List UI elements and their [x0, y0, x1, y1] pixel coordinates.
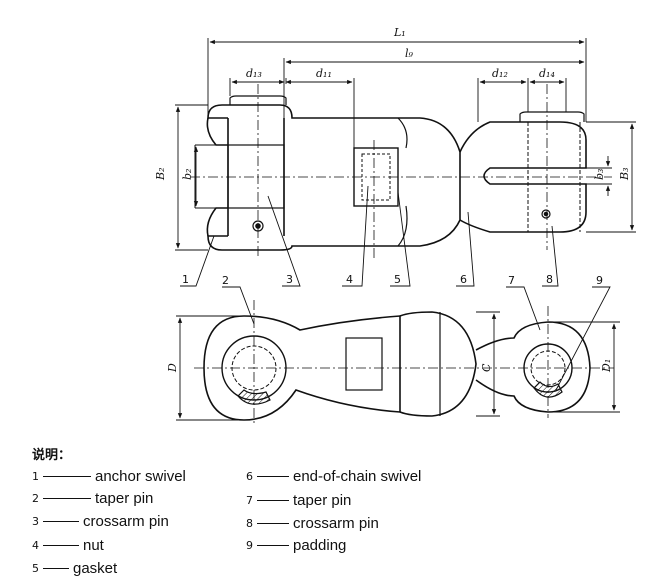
legend-label: taper pin: [293, 492, 352, 509]
legend-label: crossarm pin: [83, 513, 169, 530]
dim-D: D: [166, 363, 179, 373]
leader-line: [257, 500, 289, 501]
dim-l9: l₉: [405, 47, 414, 60]
dim-d13: d₁₃: [246, 67, 262, 80]
callout-2: 2: [222, 274, 229, 287]
legend-label: taper pin: [95, 490, 154, 507]
legend-item-2: 2 taper pin: [32, 490, 153, 507]
legend-item-3: 3 crossarm pin: [32, 513, 169, 530]
legend-label: crossarm pin: [293, 515, 379, 532]
callout-4: 4: [346, 273, 353, 286]
legend-num: 3: [32, 515, 39, 528]
legend-label: nut: [83, 537, 104, 554]
dim-L1: L₁: [393, 26, 406, 39]
callout-8: 8: [546, 273, 553, 286]
legend-label: padding: [293, 537, 347, 554]
leader-line: [257, 476, 289, 477]
dim-d14: d₁₄: [539, 67, 555, 80]
leader-line: [43, 476, 91, 477]
dim-B3: B₃: [618, 168, 631, 182]
anchor-swivel-outline: [207, 104, 461, 251]
leader-line: [43, 545, 79, 546]
legend-num: 5: [32, 562, 39, 575]
callout-5: 5: [394, 273, 401, 286]
legend-num: 9: [246, 539, 253, 552]
legend-item-8: 8 crossarm pin: [246, 515, 379, 532]
bottom-view: [203, 311, 591, 421]
leader-line: [43, 521, 79, 522]
legend-label: end-of-chain swivel: [293, 468, 422, 485]
dim-d12: d₁₂: [492, 67, 508, 80]
top-view: [194, 95, 587, 251]
end-swivel-outline: [459, 121, 587, 233]
leader-line: [43, 498, 91, 499]
legend-item-1: 1 anchor swivel: [32, 468, 186, 485]
dim-b3: b₃: [593, 169, 606, 180]
legend-item-4: 4 nut: [32, 537, 104, 554]
legend-num: 8: [246, 517, 253, 530]
callout-9: 9: [596, 274, 603, 287]
swivel-technical-drawing: L₁ l₉ d₁₃ d₁₁ d₁₂ d₁₄ B₂ b₂ b₃ B₃ D C D₁…: [154, 26, 636, 426]
leader-line: [257, 545, 289, 546]
leader-line: [257, 523, 289, 524]
legend-num: 6: [246, 470, 253, 483]
legend-item-7: 7 taper pin: [246, 492, 351, 509]
callout-6: 6: [460, 273, 467, 286]
dim-C: C: [480, 363, 493, 372]
legend-num: 1: [32, 470, 39, 483]
legend-item-5: 5 gasket: [32, 560, 117, 577]
leader-line: [43, 568, 69, 569]
dim-d11: d₁₁: [316, 67, 332, 80]
legend-item-9: 9 padding: [246, 537, 346, 554]
legend-num: 7: [246, 494, 253, 507]
dim-D1: D₁: [600, 359, 613, 373]
callout-1: 1: [182, 273, 189, 286]
callout-3: 3: [286, 273, 293, 286]
legend-item-6: 6 end-of-chain swivel: [246, 468, 421, 485]
dim-b2: b₂: [181, 169, 194, 180]
legend: 说明： 1 anchor swivel 2 taper pin 3 crossa…: [14, 440, 654, 580]
legend-label: gasket: [73, 560, 118, 577]
callout-7: 7: [508, 274, 515, 287]
dim-B2: B₂: [154, 168, 167, 182]
legend-label: anchor swivel: [95, 468, 186, 485]
legend-num: 2: [32, 492, 39, 505]
anchor-eye-outline: [203, 315, 401, 421]
legend-title: 说明：: [32, 448, 72, 463]
legend-num: 4: [32, 539, 39, 552]
